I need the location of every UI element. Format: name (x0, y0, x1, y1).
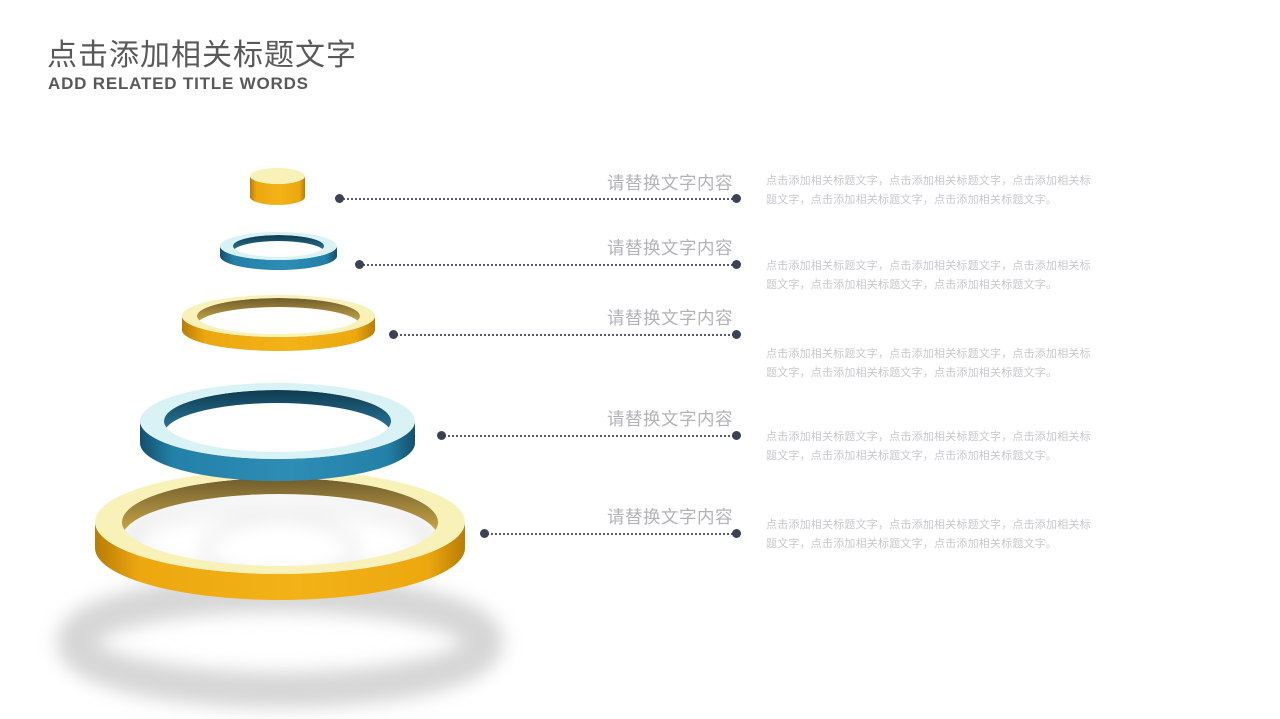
row-1-label[interactable]: 请替换文字内容 (607, 173, 733, 193)
row-5-connector (480, 529, 741, 538)
row-2-start-dot-icon (355, 260, 364, 269)
row-1-description[interactable]: 点击添加相关标题文字，点击添加相关标题文字，点击添加相关标题文字，点击添加相关标… (766, 175, 1091, 206)
row-4-start-dot-icon (437, 431, 446, 440)
rings-pyramid-graphic (57, 168, 503, 708)
row-3-connector (389, 330, 741, 339)
row-3-label[interactable]: 请替换文字内容 (607, 308, 733, 328)
row-5-label[interactable]: 请替换文字内容 (607, 507, 733, 527)
row-4-end-dot-icon (732, 431, 741, 440)
row-1-start-dot-icon (335, 194, 344, 203)
row-5-start-dot-icon (480, 529, 489, 538)
row-2-end-dot-icon (732, 260, 741, 269)
pyramid-level-4-blue-ring (140, 383, 415, 481)
row-4-description[interactable]: 点击添加相关标题文字，点击添加相关标题文字，点击添加相关标题文字，点击添加相关标… (766, 431, 1091, 462)
row-5-end-dot-icon (732, 529, 741, 538)
pyramid-level-1-gold-cylinder (250, 168, 305, 205)
pyramid-level-2-blue-ring (220, 232, 337, 270)
row-2-description[interactable]: 点击添加相关标题文字，点击添加相关标题文字，点击添加相关标题文字，点击添加相关标… (766, 260, 1091, 291)
row-2-label[interactable]: 请替换文字内容 (607, 238, 733, 258)
page-title[interactable]: 点击添加相关标题文字 (47, 39, 357, 72)
row-4-connector (437, 431, 741, 440)
pyramid-level-5-gold-ring (95, 470, 465, 600)
row-3-description[interactable]: 点击添加相关标题文字，点击添加相关标题文字，点击添加相关标题文字，点击添加相关标… (766, 348, 1091, 379)
row-1-connector (335, 194, 741, 203)
row-3-end-dot-icon (732, 330, 741, 339)
row-1-end-dot-icon (732, 194, 741, 203)
row-5-description[interactable]: 点击添加相关标题文字，点击添加相关标题文字，点击添加相关标题文字，点击添加相关标… (766, 519, 1091, 550)
pyramid-level-3-gold-ring (181, 294, 376, 351)
page-subtitle[interactable]: ADD RELATED TITLE WORDS (48, 74, 309, 93)
row-4-label[interactable]: 请替换文字内容 (607, 409, 733, 429)
row-2-connector (355, 260, 741, 269)
row-3-start-dot-icon (389, 330, 398, 339)
